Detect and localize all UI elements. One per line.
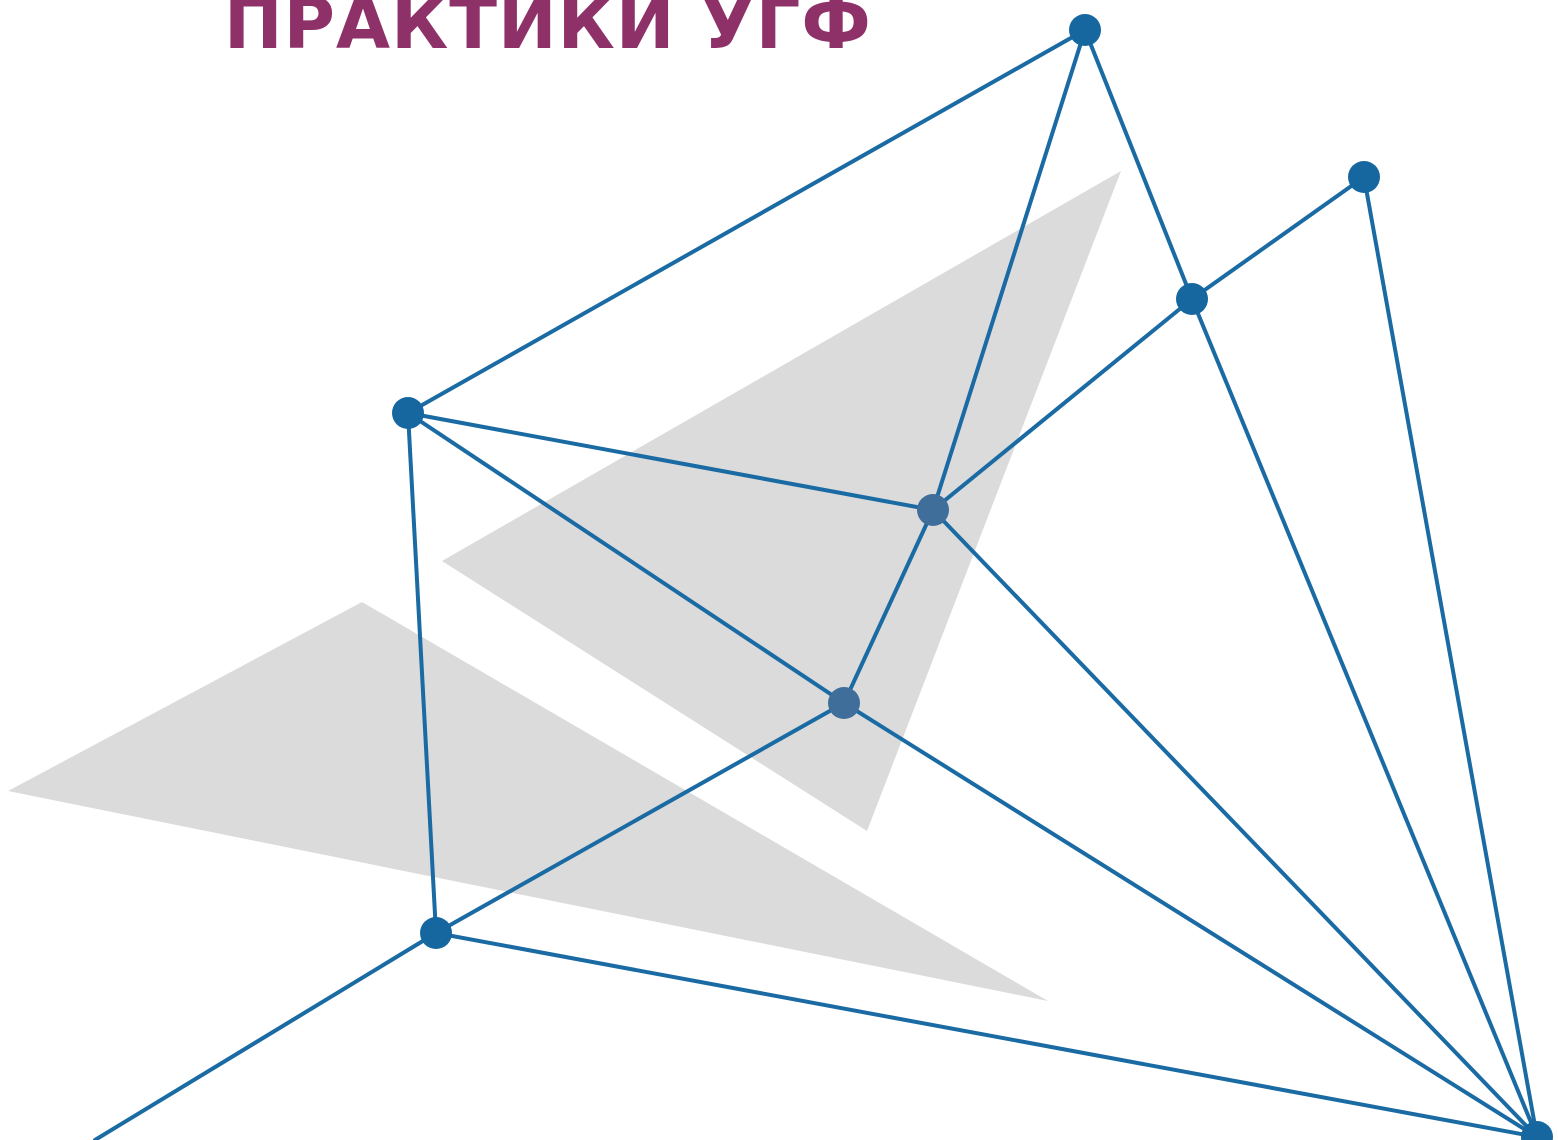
edge: [95, 933, 436, 1140]
node: [1348, 161, 1380, 193]
edge: [1085, 30, 1192, 299]
node: [392, 397, 424, 429]
node: [1069, 14, 1101, 46]
edge: [1192, 177, 1364, 299]
node: [1176, 283, 1208, 315]
edge: [1364, 177, 1537, 1137]
node: [828, 687, 860, 719]
background-planes: [8, 171, 1121, 1001]
node: [420, 917, 452, 949]
edge: [1192, 299, 1537, 1137]
node: [917, 494, 949, 526]
